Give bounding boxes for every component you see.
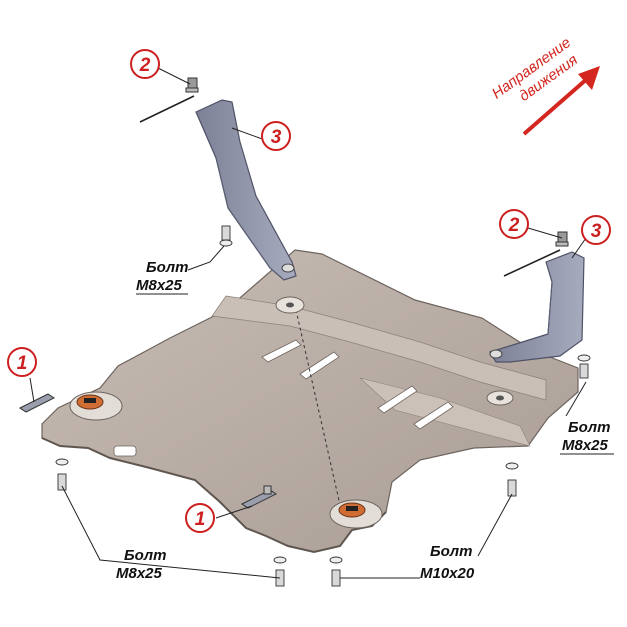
plate-edge	[41, 437, 387, 554]
callout-number: 3	[271, 127, 282, 148]
callout-number: 1	[195, 509, 206, 530]
bolt-bottom-mid	[273, 556, 287, 587]
bushing-right	[329, 499, 383, 529]
callout-number: 3	[591, 221, 602, 242]
callout-3-right: 3	[581, 215, 611, 245]
direction-arrow-icon	[522, 66, 600, 136]
stud-left	[139, 77, 199, 123]
leader-lines	[29, 67, 587, 579]
bolt-label-right: Болт M8x25	[560, 419, 614, 455]
bolt-right-bracket	[577, 354, 591, 379]
callout-1-left: 1	[7, 347, 37, 377]
bracket-left	[195, 99, 297, 281]
vent-slots	[261, 339, 454, 430]
bolt-label-bottom-right: Болт M10x20	[420, 543, 475, 582]
callout-1-front: 1	[185, 503, 215, 533]
strip-front	[241, 485, 277, 509]
strip-left	[19, 393, 55, 413]
front-slot	[113, 445, 137, 457]
bolt-label-line2: M10x20	[420, 565, 475, 582]
bolt-label-line1: Болт	[430, 543, 472, 560]
bolt-bottom-m10	[329, 556, 343, 587]
callout-2-left: 2	[130, 49, 160, 79]
bolt-front-right	[505, 462, 519, 497]
bracket-right	[489, 251, 585, 363]
bolt-label-line2: M8x25	[136, 277, 183, 294]
bolt-left-bracket	[219, 225, 233, 247]
skid-plate	[41, 249, 579, 554]
bolt-label-line2: M8x25	[116, 565, 163, 582]
bolt-label-line2: M8x25	[562, 437, 609, 454]
callout-number: 1	[17, 353, 28, 374]
bushing-left	[69, 391, 123, 421]
plate-rib	[211, 295, 547, 401]
callout-3-left: 3	[261, 121, 291, 151]
bolt-front-left	[55, 458, 69, 491]
callout-2-right: 2	[499, 209, 529, 239]
bolt-label-line1: Болт	[146, 259, 188, 276]
bolt-label-line1: Болт	[568, 419, 610, 436]
direction-indicator: Направление движения	[489, 34, 581, 105]
bolt-label-bottom-left: Болт M8x25	[116, 547, 166, 582]
callout-number: 2	[139, 55, 151, 76]
callout-number: 2	[508, 215, 520, 236]
bolt-label-top: Болт M8x25	[136, 259, 188, 295]
mount-holes	[275, 296, 514, 406]
bolt-label-line1: Болт	[124, 547, 166, 564]
